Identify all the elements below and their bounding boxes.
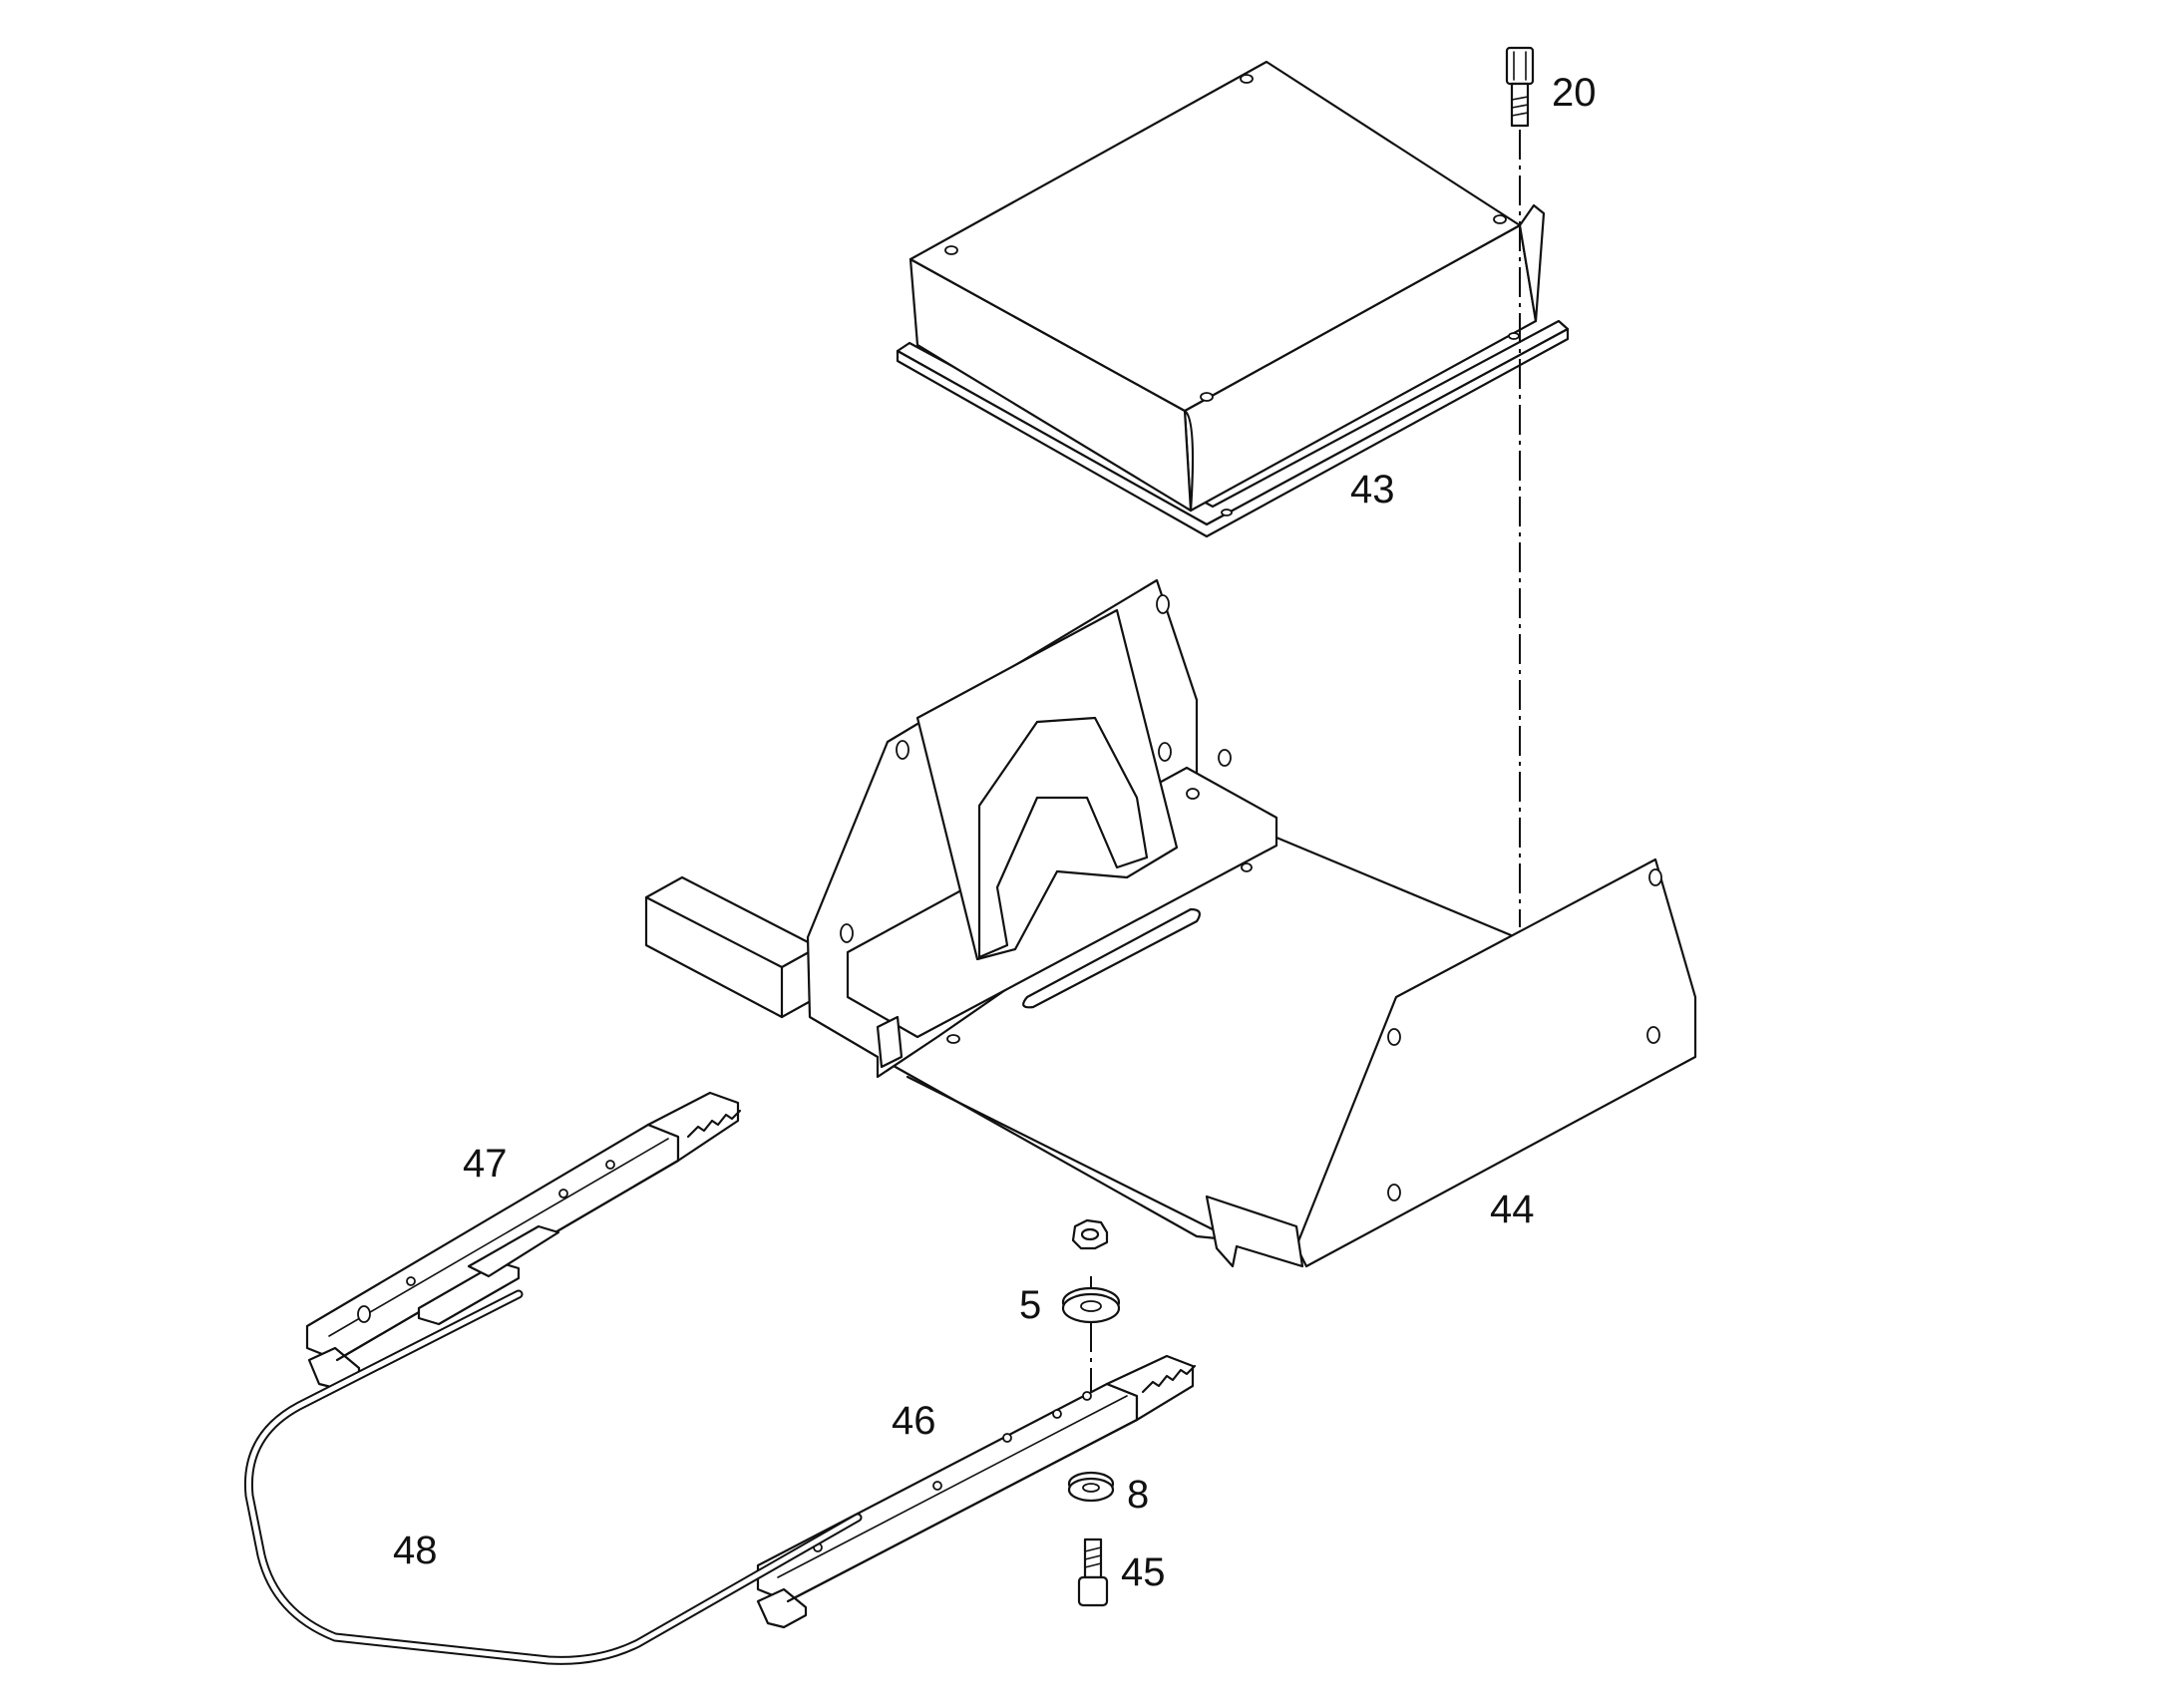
callout-48: 48 xyxy=(393,1529,438,1572)
slide-rail-46[interactable] xyxy=(756,1354,1197,1629)
slide-rail-47[interactable] xyxy=(305,1091,742,1390)
release-bar-48[interactable] xyxy=(243,1289,863,1665)
cover-box-43[interactable] xyxy=(896,60,1570,538)
callout-45: 45 xyxy=(1121,1550,1166,1594)
callout-5: 5 xyxy=(1019,1283,1041,1327)
callout-8: 8 xyxy=(1127,1473,1149,1517)
bolt-45[interactable] xyxy=(1077,1537,1109,1607)
callout-43: 43 xyxy=(1350,468,1395,512)
seat-frame-44[interactable] xyxy=(644,578,1697,1268)
callout-47: 47 xyxy=(463,1142,508,1186)
callout-20: 20 xyxy=(1552,71,1597,115)
washer-8[interactable] xyxy=(1067,1471,1115,1503)
nut-washer-5[interactable] xyxy=(1061,1218,1121,1324)
callout-44: 44 xyxy=(1490,1188,1535,1231)
callout-46: 46 xyxy=(892,1399,936,1443)
cap-screw-20[interactable] xyxy=(1505,46,1535,128)
